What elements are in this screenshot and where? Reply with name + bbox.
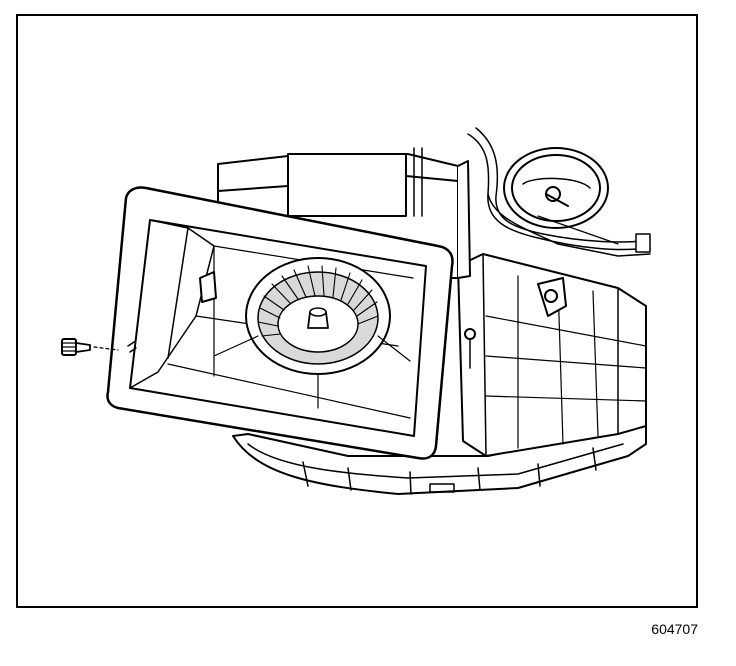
- figure-number: 604707: [651, 621, 698, 637]
- blower-assembly-drawing: [61, 127, 651, 495]
- blower-wheel-icon: [213, 257, 411, 409]
- screw-icon: [61, 338, 137, 356]
- blower-motor: [467, 127, 651, 257]
- figure-frame: [16, 14, 698, 608]
